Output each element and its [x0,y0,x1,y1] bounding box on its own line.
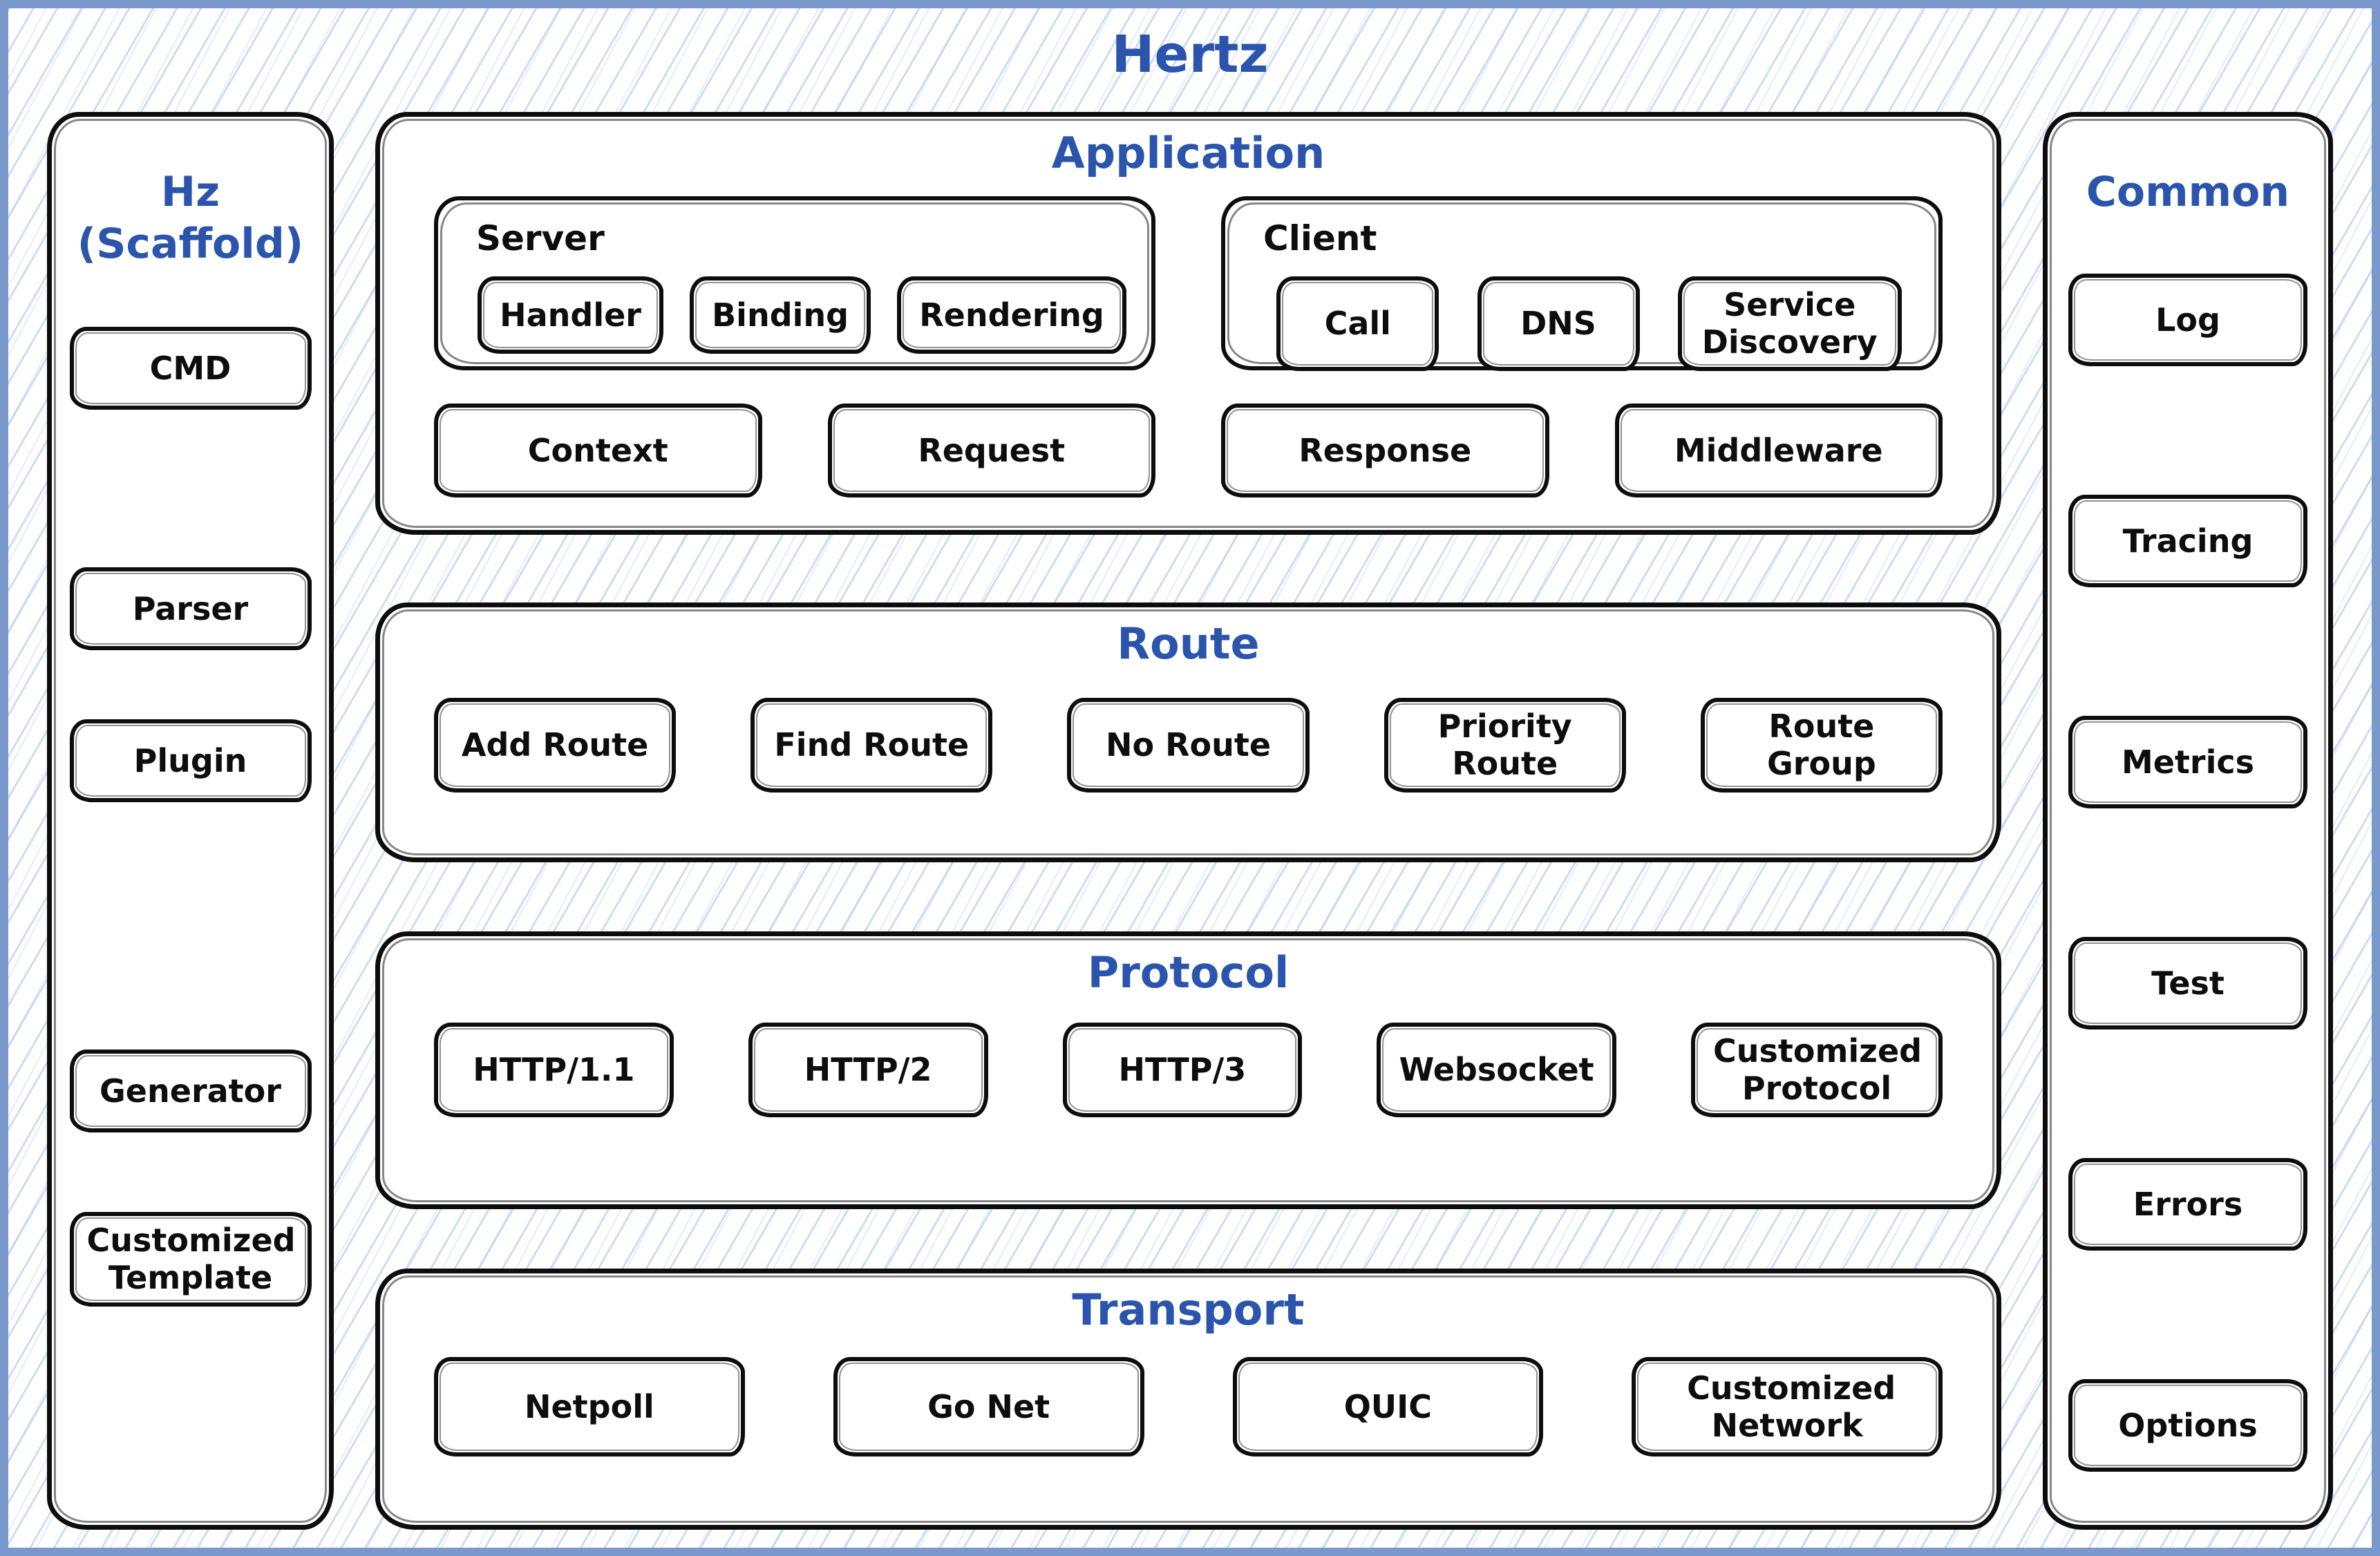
common-panel-title: Common [2086,168,2290,216]
box-middleware-label: Middleware [1674,431,1883,469]
box-metrics: Metrics [2068,716,2307,808]
scaffold-panel-title: Hz (Scaffold) [77,167,303,270]
diagram-content: Hz (Scaffold) CMD Parser Plugin Generato… [8,112,2372,1530]
box-context: Context [434,404,762,497]
box-options: Options [2068,1379,2307,1472]
box-priority-route-label: Priority Route [1437,708,1572,783]
application-section-title: Application [1051,128,1325,178]
box-generator: Generator [69,1050,312,1132]
box-tracing: Tracing [2068,495,2307,587]
box-handler-label: Handler [500,296,641,334]
scaffold-panel: Hz (Scaffold) CMD Parser Plugin Generato… [47,112,334,1530]
box-quic-label: QUIC [1343,1387,1433,1425]
box-response: Response [1221,404,1549,497]
box-websocket-label: Websocket [1399,1051,1594,1089]
client-group: Client Call DNS Service Discovery [1221,196,1943,371]
box-find-route-label: Find Route [774,726,970,764]
client-group-title: Client [1263,218,1377,258]
box-call: Call [1276,276,1439,371]
route-items-row: Add Route Find Route No Route Priority R… [434,698,1943,793]
box-handler: Handler [478,276,663,354]
transport-items-row: Netpoll Go Net QUIC Customized Network [434,1357,1943,1457]
box-add-route-label: Add Route [461,726,649,764]
box-request: Request [827,404,1155,497]
box-no-route-label: No Route [1105,726,1272,764]
box-options-label: Options [2118,1406,2258,1444]
page-title: Hertz [1111,25,1269,84]
server-group-items: Handler Binding Rendering [476,276,1128,354]
box-tracing-label: Tracing [2122,522,2254,560]
box-customized-protocol-label: Customized Protocol [1713,1032,1923,1108]
scaffold-title-line1: Hz [160,168,220,216]
protocol-section: Protocol HTTP/1.1 HTTP/2 HTTP/3 Websocke… [375,931,2001,1209]
box-find-route: Find Route [750,698,993,793]
protocol-section-title: Protocol [1087,947,1290,998]
box-middleware: Middleware [1614,404,1943,497]
box-dns-label: DNS [1520,305,1596,343]
server-group: Server Handler Binding Rendering [434,196,1155,370]
application-groups: Server Handler Binding Rendering Client … [434,196,1943,371]
box-customized-network: Customized Network [1632,1357,1943,1457]
protocol-items-row: HTTP/1.1 HTTP/2 HTTP/3 Websocket Customi… [434,1023,1943,1117]
transport-section: Transport Netpoll Go Net QUIC Customized… [375,1269,2001,1530]
box-http2: HTTP/2 [748,1023,988,1117]
box-go-net-label: Go Net [927,1387,1050,1425]
client-group-items: Call DNS Service Discovery [1263,276,1915,371]
box-context-label: Context [527,431,668,469]
box-service-discovery-label: Service Discovery [1701,286,1878,361]
center-column: Application Server Handler Binding Rende… [375,112,2001,1530]
route-section-title: Route [1117,618,1260,669]
box-http3: HTTP/3 [1062,1023,1303,1117]
box-customized-protocol: Customized Protocol [1691,1023,1943,1117]
box-cmd: CMD [69,327,312,410]
box-customized-network-label: Customized Network [1687,1369,1896,1444]
application-section: Application Server Handler Binding Rende… [375,112,2001,535]
box-errors-label: Errors [2133,1185,2243,1223]
box-errors: Errors [2068,1158,2307,1251]
box-no-route: No Route [1067,698,1310,793]
route-section: Route Add Route Find Route No Route Prio… [375,603,2001,862]
box-dns: DNS [1477,276,1640,371]
transport-section-title: Transport [1072,1284,1305,1335]
box-log-label: Log [2155,301,2220,339]
box-http2-label: HTTP/2 [804,1051,932,1089]
box-service-discovery: Service Discovery [1677,276,1902,371]
box-metrics-label: Metrics [2121,743,2255,781]
server-group-title: Server [476,218,605,258]
box-rendering-label: Rendering [919,296,1104,334]
box-call-label: Call [1324,305,1391,343]
box-plugin: Plugin [69,719,312,802]
scaffold-title-line2: (Scaffold) [77,220,304,268]
box-route-group: Route Group [1700,698,1943,793]
box-log: Log [2068,274,2307,366]
box-http11-label: HTTP/1.1 [473,1051,635,1089]
box-plugin-label: Plugin [133,741,247,779]
box-request-label: Request [918,431,1066,469]
box-parser-label: Parser [132,589,249,627]
common-panel: Common Log Tracing Metrics Test Errors O… [2043,112,2333,1530]
box-cmd-label: CMD [149,349,232,387]
box-response-label: Response [1298,431,1472,469]
box-route-group-label: Route Group [1767,708,1876,783]
box-test: Test [2068,937,2307,1030]
box-http3-label: HTTP/3 [1118,1051,1247,1089]
box-test-label: Test [2151,964,2225,1002]
box-binding-label: Binding [712,296,849,334]
box-netpoll: Netpoll [434,1357,745,1457]
box-priority-route: Priority Route [1383,698,1626,793]
box-customized-template: Customized Template [69,1212,312,1307]
application-items-row: Context Request Response Middleware [434,404,1943,497]
box-binding: Binding [690,276,871,354]
box-rendering: Rendering [897,276,1126,354]
box-quic: QUIC [1232,1357,1544,1457]
box-websocket: Websocket [1377,1023,1616,1117]
box-customized-template-label: Customized Template [86,1222,296,1297]
box-parser: Parser [69,567,312,650]
box-add-route: Add Route [434,698,677,793]
box-http11: HTTP/1.1 [434,1023,674,1117]
box-netpoll-label: Netpoll [524,1387,654,1425]
box-generator-label: Generator [100,1072,281,1110]
box-go-net: Go Net [833,1357,1144,1457]
